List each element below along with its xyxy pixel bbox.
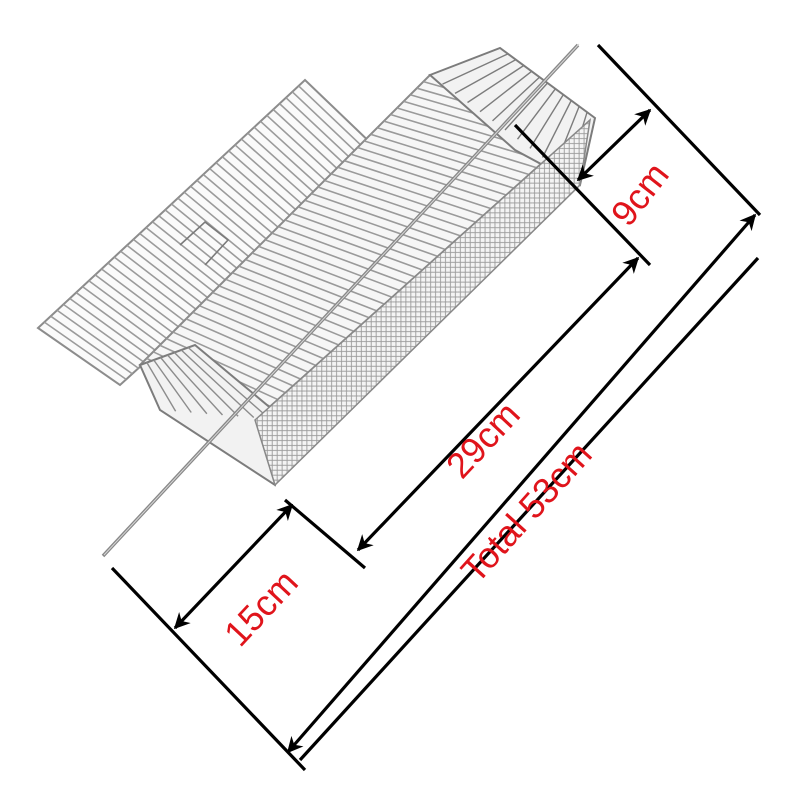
dim-arrow-9cm: [576, 108, 652, 182]
dimension-lines: [110, 43, 762, 772]
lid-latch: [179, 220, 230, 266]
dim-arrow-total: [286, 213, 757, 754]
ext-line-top-right: [596, 43, 762, 217]
basket-lid: [36, 78, 380, 387]
grill-basket-illustration: [36, 43, 597, 558]
dim-arrow-15cm: [173, 503, 294, 630]
ext-line-15cm-right: [283, 498, 367, 570]
ext-line-left-bottom: [110, 566, 307, 772]
